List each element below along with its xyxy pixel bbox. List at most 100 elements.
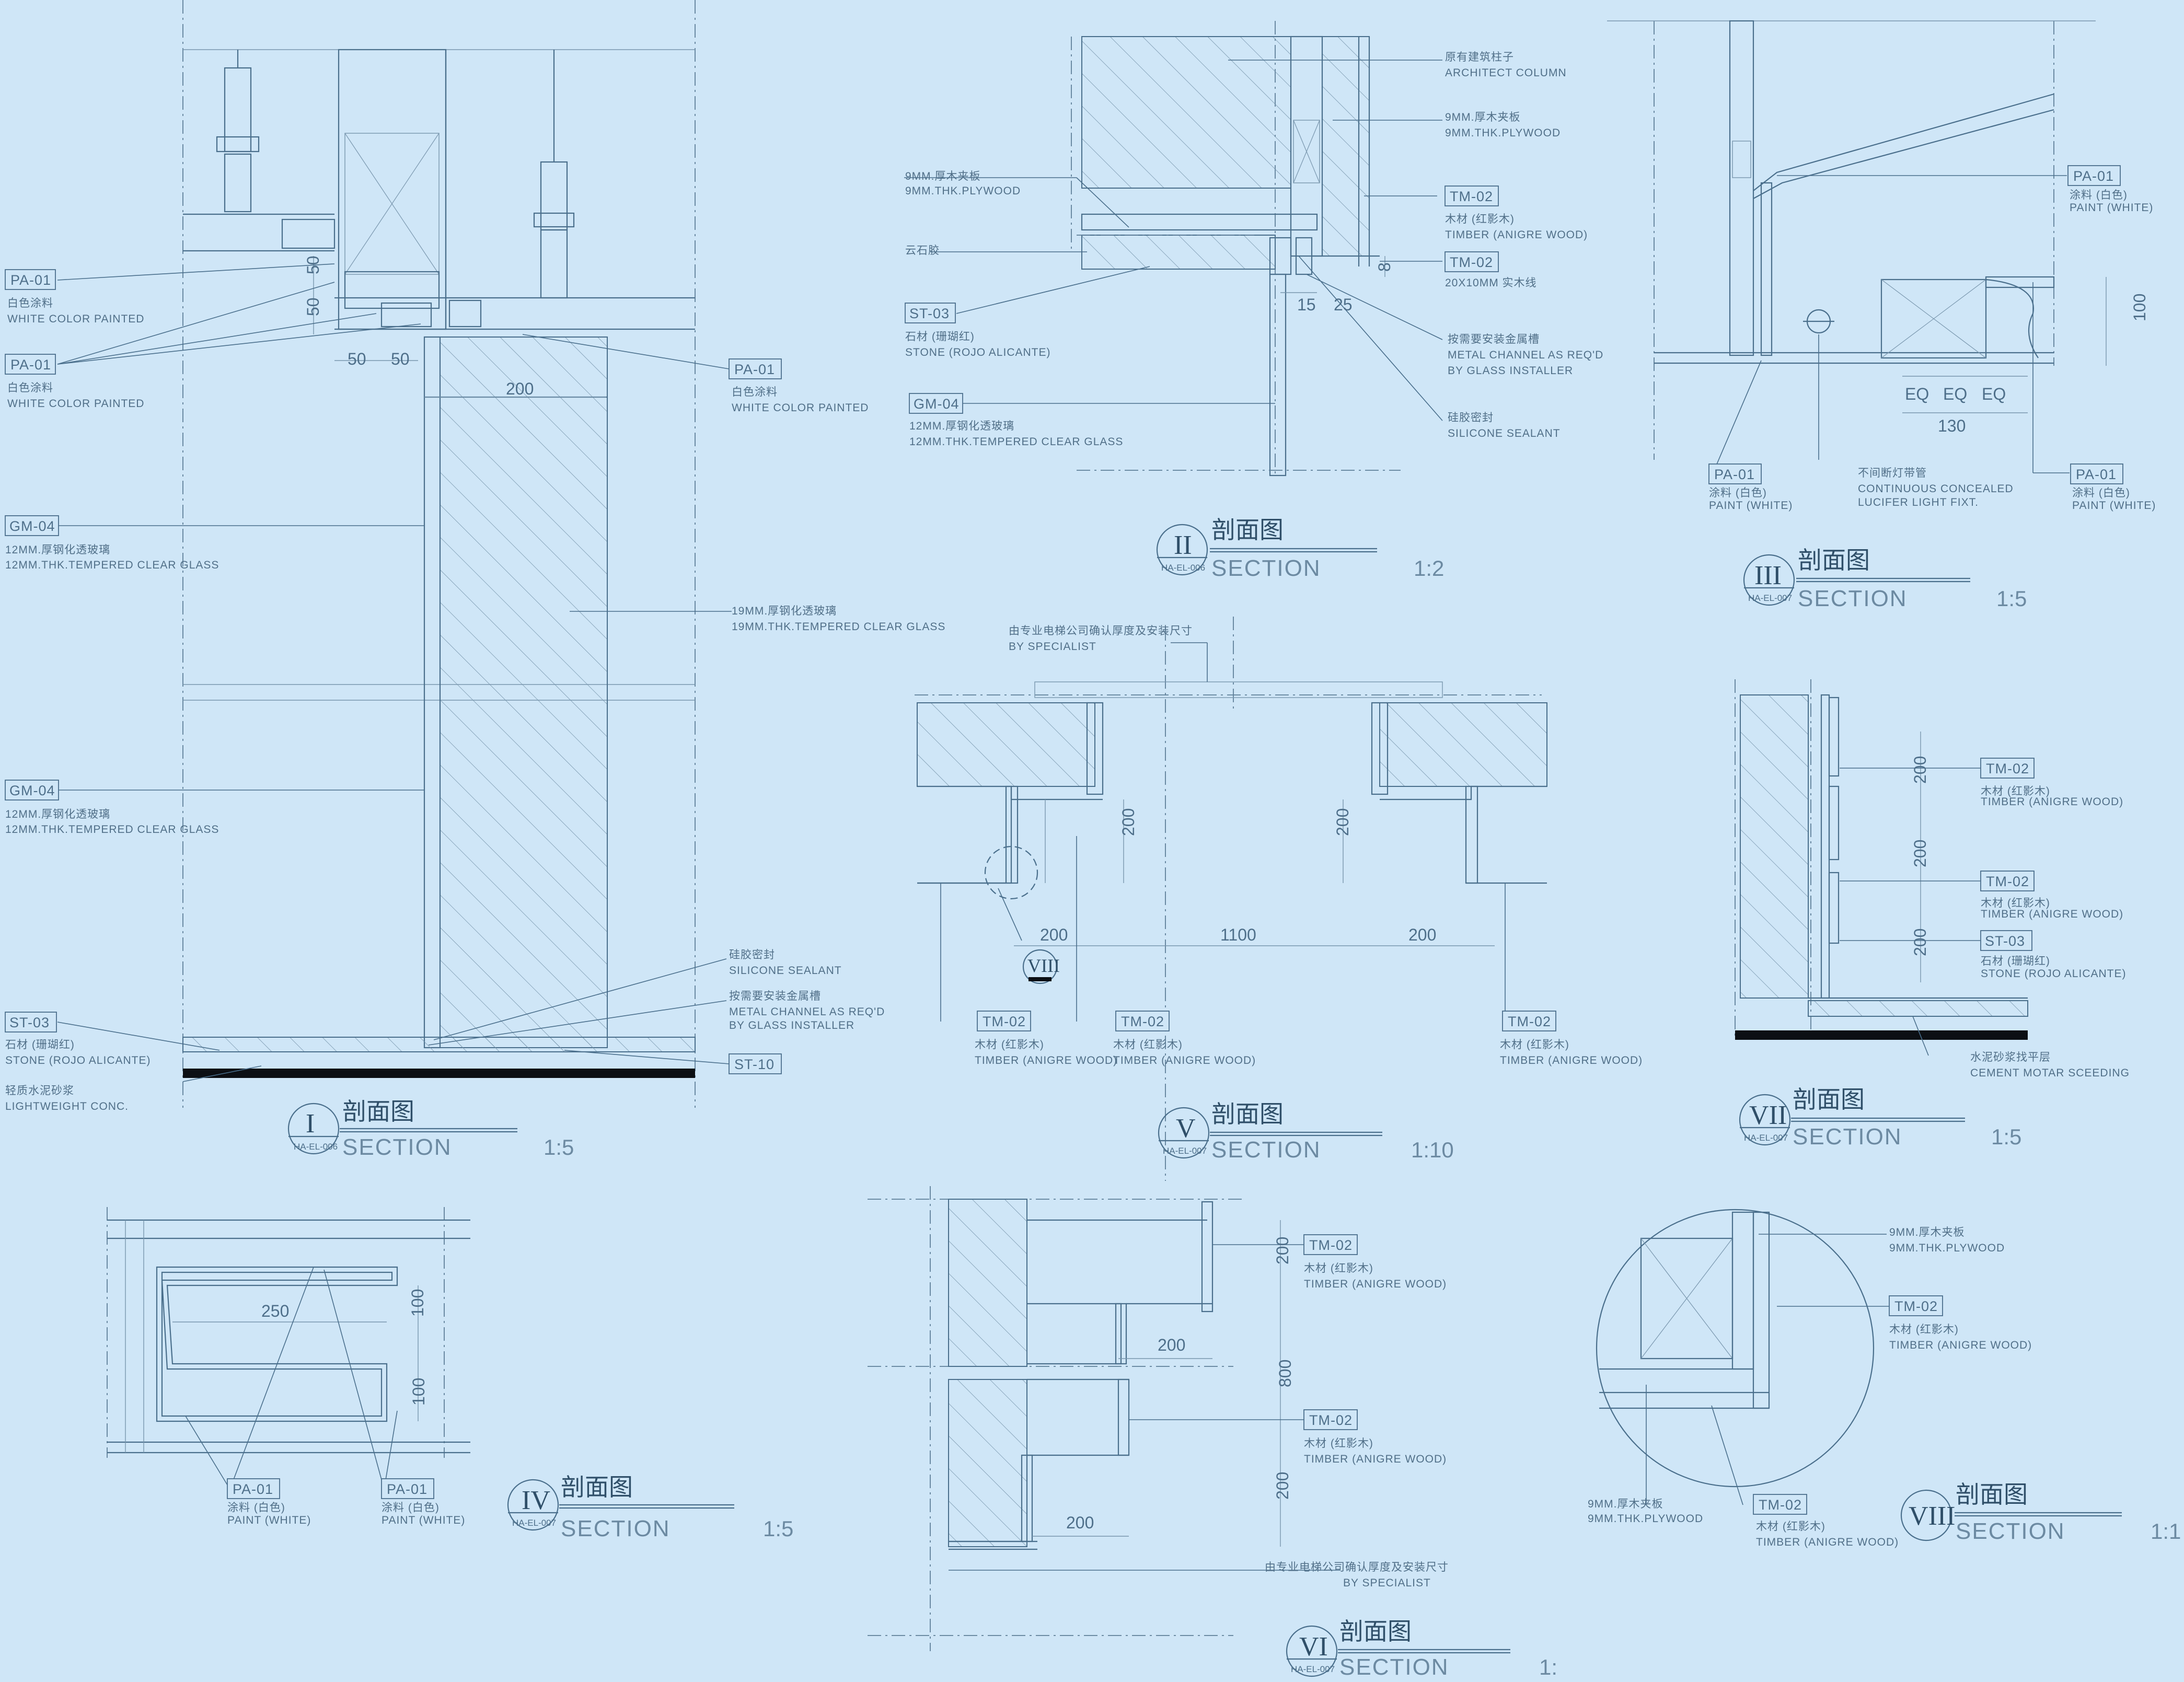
svg-text:SECTION: SECTION [342, 1134, 452, 1160]
svg-text:METAL CHANNEL AS REQ'D: METAL CHANNEL AS REQ'D [729, 1006, 885, 1018]
svg-text:SECTION: SECTION [1211, 1137, 1321, 1163]
pa01-label-iv-a: PA-01 涂料 (白色) PAINT (WHITE) [227, 1478, 310, 1526]
svg-text:剖面图: 剖面图 [1211, 1100, 1284, 1128]
svg-text:BY SPECIALIST: BY SPECIALIST [1009, 641, 1096, 653]
svg-text:TM-02: TM-02 [1450, 254, 1493, 270]
svg-text:15: 15 [1297, 295, 1316, 314]
svg-text:石材 (珊瑚红): 石材 (珊瑚红) [5, 1039, 75, 1051]
svg-text:12MM.THK.TEMPERED CLEAR GLASS: 12MM.THK.TEMPERED CLEAR GLASS [5, 823, 219, 836]
svg-text:木材 (红影木): 木材 (红影木) [975, 1039, 1044, 1051]
svg-text:50: 50 [391, 350, 410, 368]
svg-text:云石胶: 云石胶 [905, 245, 940, 257]
light-fixture-label: 不间断灯带管 CONTINUOUS CONCEALED LUCIFER LIGH… [1858, 467, 2014, 508]
pa01-label-iii-b: PA-01 涂料 (白色) PAINT (WHITE) [1708, 463, 1792, 512]
svg-text:19MM.厚钢化透玻璃: 19MM.厚钢化透玻璃 [732, 605, 837, 617]
section-iv-drawing [107, 1207, 470, 1490]
sealant-label-1: 硅胶密封 SILICONE SEALANT [729, 949, 842, 977]
svg-text:木材 (红影木): 木材 (红影木) [1500, 1039, 1569, 1051]
section-i-title: I HA-EL-006 剖面图 SECTION 1:5 [287, 1097, 574, 1160]
svg-text:III: III [1754, 561, 1782, 590]
svg-text:200: 200 [1273, 1472, 1292, 1500]
pa01-label-iii-a: PA-01 涂料 (白色) PAINT (WHITE) [2067, 165, 2153, 214]
svg-text:9MM.厚木夹板: 9MM.厚木夹板 [1889, 1226, 1965, 1238]
svg-text:木材 (红影木): 木材 (红影木) [1113, 1039, 1183, 1051]
svg-text:12MM.厚钢化透玻璃: 12MM.厚钢化透玻璃 [909, 420, 1014, 432]
svg-text:剖面图: 剖面图 [1339, 1617, 1412, 1645]
svg-text:METAL CHANNEL AS REQ'D: METAL CHANNEL AS REQ'D [1448, 349, 1603, 361]
svg-text:9MM.厚木夹板: 9MM.厚木夹板 [1445, 111, 1521, 123]
gm04-label-1: GM-04 12MM.厚钢化透玻璃 12MM.THK.TEMPERED CLEA… [5, 515, 218, 571]
section-v-drawing [915, 617, 1547, 1181]
section-i-dimensions: 50 50 50 50 200 [304, 256, 534, 398]
tm02-label-ii-b: TM-02 20X10MM 实木线 [1445, 251, 1536, 289]
svg-text:HA-EL-007: HA-EL-007 [1163, 1146, 1207, 1156]
svg-text:TM-02: TM-02 [1309, 1412, 1353, 1428]
svg-text:木材 (红影木): 木材 (红影木) [1981, 785, 2050, 797]
svg-text:涂料 (白色): 涂料 (白色) [1709, 487, 1767, 499]
svg-text:按需要安装金属槽: 按需要安装金属槽 [729, 990, 821, 1002]
svg-text:原有建筑柱子: 原有建筑柱子 [1445, 51, 1514, 63]
svg-text:ARCHITECT COLUMN: ARCHITECT COLUMN [1445, 67, 1567, 79]
section-vi-dimensions: 200 200 800 200 200 [1066, 1237, 1295, 1532]
svg-text:木材 (红影木): 木材 (红影木) [1756, 1521, 1825, 1533]
svg-text:12MM.THK.TEMPERED CLEAR GLASS: 12MM.THK.TEMPERED CLEAR GLASS [909, 436, 1123, 448]
svg-text:PAINT (WHITE): PAINT (WHITE) [2070, 202, 2153, 214]
svg-text:硅胶密封: 硅胶密封 [729, 949, 775, 961]
svg-text:1:10: 1:10 [1411, 1138, 1454, 1162]
svg-text:涂料 (白色): 涂料 (白色) [2070, 189, 2128, 201]
plywood-label-left: 9MM.厚木夹板 9MM.THK.PLYWOOD [905, 170, 1020, 197]
svg-text:SECTION: SECTION [1211, 555, 1321, 581]
svg-text:木材 (红影木): 木材 (红影木) [1304, 1262, 1373, 1274]
gm04-label-ii: GM-04 12MM.厚钢化透玻璃 12MM.THK.TEMPERED CLEA… [909, 393, 1123, 448]
svg-text:HA-EL-006: HA-EL-006 [294, 1142, 338, 1152]
svg-text:EQ: EQ [1982, 385, 2006, 403]
section-v-dimensions: 200 200 200 1100 200 [1040, 808, 1436, 944]
svg-text:PA-01: PA-01 [1714, 467, 1755, 482]
svg-text:石材 (珊瑚红): 石材 (珊瑚红) [905, 331, 975, 343]
svg-text:9MM.THK.PLYWOOD: 9MM.THK.PLYWOOD [1588, 1513, 1703, 1525]
section-ii-drawing [904, 21, 1443, 477]
svg-text:PAINT (WHITE): PAINT (WHITE) [382, 1514, 465, 1526]
svg-text:SILICONE SEALANT: SILICONE SEALANT [729, 965, 842, 977]
pa01-label-2: PA-01 白色涂料 WHITE COLOR PAINTED [5, 354, 144, 410]
tm02-label-v-c: TM-02 木材 (红影木) TIMBER (ANIGRE WOOD) [1500, 1011, 1642, 1066]
section-viii-title: VIII 剖面图 SECTION 1:1 [1900, 1480, 2181, 1544]
svg-text:剖面图: 剖面图 [342, 1097, 414, 1126]
svg-text:1100: 1100 [1220, 925, 1256, 944]
svg-text:按需要安装金属槽: 按需要安装金属槽 [1448, 333, 1540, 345]
svg-text:HA-EL-007: HA-EL-007 [512, 1518, 556, 1528]
tm02-label-vii-b: TM-02 木材 (红影木) TIMBER (ANIGRE WOOD) [1980, 871, 2123, 920]
svg-text:STONE (ROJO ALICANTE): STONE (ROJO ALICANTE) [5, 1054, 151, 1066]
svg-text:TM-02: TM-02 [1986, 874, 2029, 889]
svg-text:HA-EL-006: HA-EL-006 [1161, 563, 1205, 573]
st03-label-ii: ST-03 石材 (珊瑚红) STONE (ROJO ALICANTE) [905, 303, 1050, 358]
svg-text:1:: 1: [1539, 1655, 1557, 1679]
section-i-drawing [57, 0, 732, 1108]
svg-text:WHITE COLOR PAINTED: WHITE COLOR PAINTED [732, 402, 869, 414]
plywood-label-viii-b: 9MM.厚木夹板 9MM.THK.PLYWOOD [1588, 1498, 1703, 1525]
svg-text:由专业电梯公司确认厚度及安装尺寸: 由专业电梯公司确认厚度及安装尺寸 [1009, 625, 1193, 637]
svg-text:9MM.THK.PLYWOOD: 9MM.THK.PLYWOOD [1445, 127, 1561, 139]
svg-text:剖面图: 剖面图 [1956, 1480, 2028, 1509]
gm04-label-2: GM-04 12MM.厚钢化透玻璃 12MM.THK.TEMPERED CLEA… [5, 780, 219, 836]
svg-text:8: 8 [1375, 262, 1394, 272]
channel-label-1: 按需要安装金属槽 METAL CHANNEL AS REQ'D BY GLASS… [729, 990, 885, 1031]
sealant-label-ii: 硅胶密封 SILICONE SEALANT [1448, 412, 1560, 439]
svg-text:ST-03: ST-03 [909, 306, 950, 321]
svg-text:PAINT (WHITE): PAINT (WHITE) [2072, 500, 2156, 512]
svg-text:CONTINUOUS CONCEALED: CONTINUOUS CONCEALED [1858, 483, 2014, 495]
svg-text:TM-02: TM-02 [1894, 1298, 1938, 1314]
svg-text:轻质水泥砂浆: 轻质水泥砂浆 [5, 1085, 74, 1097]
svg-text:HA-EL-007: HA-EL-007 [1748, 593, 1792, 603]
svg-text:白色涂料: 白色涂料 [7, 382, 53, 394]
svg-text:V: V [1176, 1113, 1196, 1143]
plywood-label-right: 9MM.厚木夹板 9MM.THK.PLYWOOD [1445, 111, 1561, 139]
tm02-label-ii-a: TM-02 木材 (红影木) TIMBER (ANIGRE WOOD) [1445, 185, 1587, 241]
svg-text:剖面图: 剖面图 [1793, 1085, 1865, 1113]
svg-text:800: 800 [1276, 1360, 1295, 1387]
svg-text:HA-EL-007: HA-EL-007 [1291, 1664, 1335, 1674]
svg-text:I: I [306, 1109, 315, 1139]
svg-text:木材 (红影木): 木材 (红影木) [1981, 897, 2050, 909]
svg-text:TIMBER (ANIGRE WOOD): TIMBER (ANIGRE WOOD) [1889, 1339, 2032, 1351]
